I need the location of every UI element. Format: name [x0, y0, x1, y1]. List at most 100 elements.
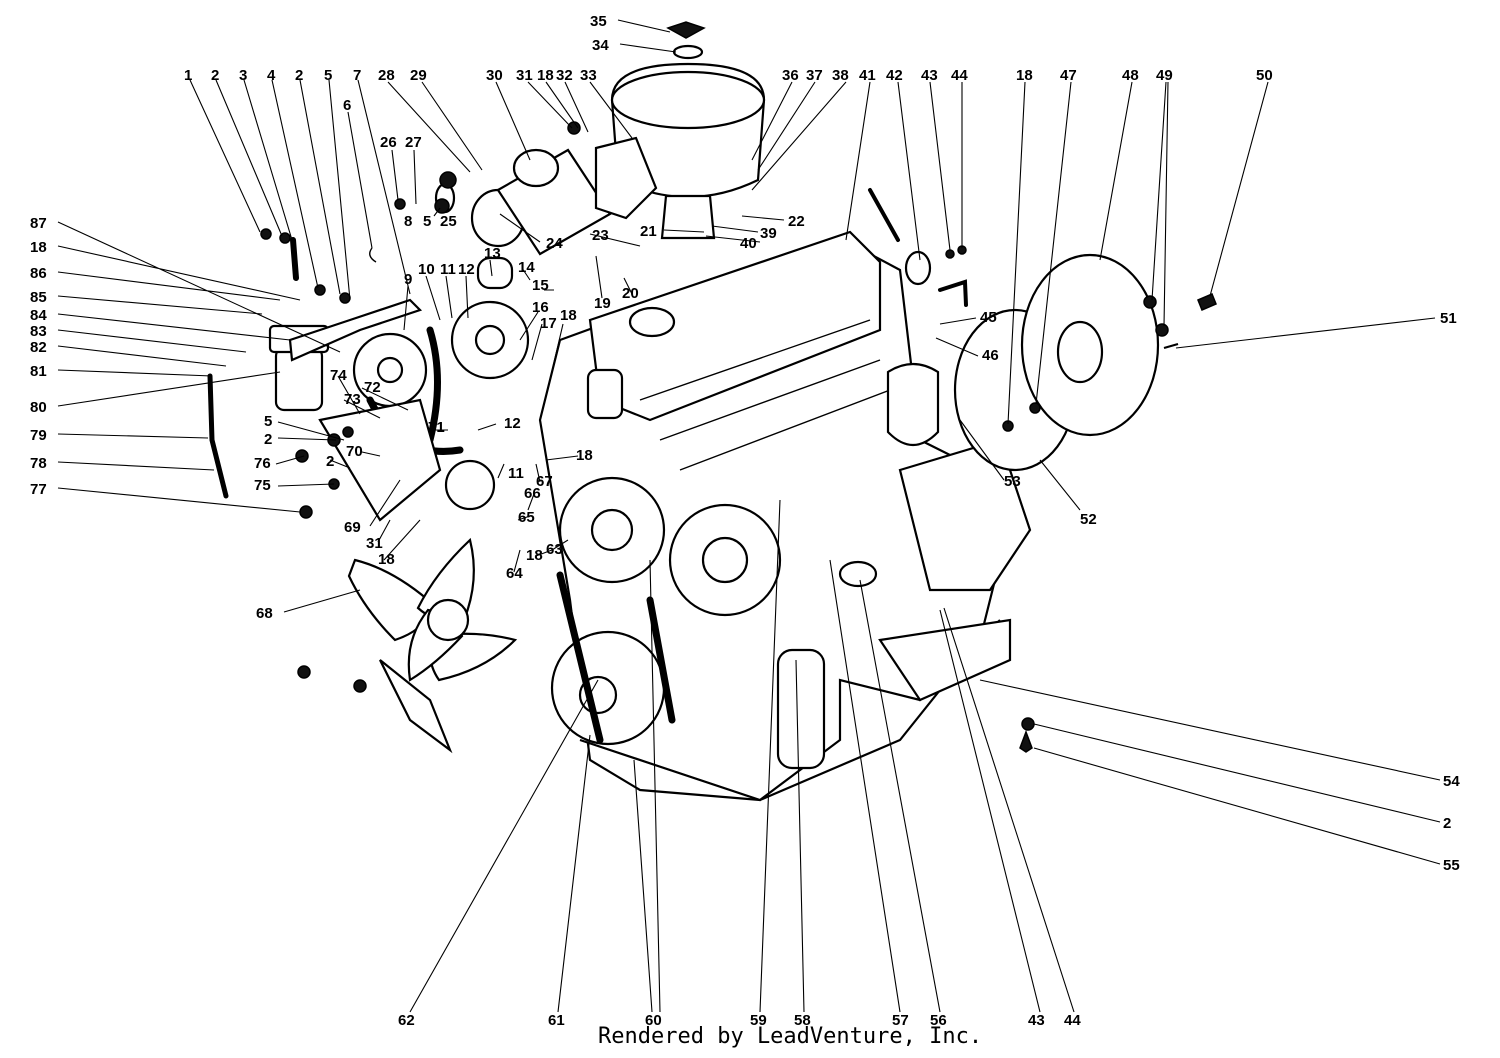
callout-51: 51	[1440, 310, 1457, 327]
bolt-4	[314, 284, 326, 296]
oil-filler-cap	[628, 306, 676, 338]
callout-23: 23	[592, 227, 609, 244]
flywheel-hub	[1056, 320, 1104, 384]
callout-53: 53	[1004, 473, 1021, 490]
callout-35: 35	[590, 13, 607, 30]
leader-68	[283, 589, 361, 613]
front-pulleys	[550, 476, 782, 746]
callout-18: 18	[576, 447, 593, 464]
callout-30: 30	[486, 67, 503, 84]
oil-pressure-sender	[838, 560, 878, 588]
callout-84: 84	[30, 307, 47, 324]
solenoid	[512, 148, 560, 188]
callout-76: 76	[254, 455, 271, 472]
callout-38: 38	[832, 67, 849, 84]
callout-71: 71	[428, 419, 445, 436]
callout-50: 50	[1256, 67, 1273, 84]
callout-31: 31	[516, 67, 533, 84]
flywheel-assembly	[953, 253, 1217, 472]
starter-flange	[594, 136, 658, 220]
callout-40: 40	[740, 235, 757, 252]
timing-hub	[701, 536, 749, 584]
leaders-top-left	[189, 79, 411, 301]
callout-74: 74	[330, 367, 347, 384]
callout-81: 81	[30, 363, 47, 380]
callout-62: 62	[398, 1012, 415, 1029]
callout-78: 78	[30, 455, 47, 472]
callout-57: 57	[892, 1012, 909, 1029]
callout-18: 18	[30, 239, 47, 256]
callout-49: 49	[1156, 67, 1173, 84]
callout-3: 3	[239, 67, 247, 84]
callout-46: 46	[982, 347, 999, 364]
callout-83: 83	[30, 323, 47, 340]
callout-labels: 1 2 3 4 2 5 7 6 28 29 26 27 8 5 25 30 31…	[30, 13, 1460, 1029]
engine-illustration	[207, 21, 1217, 802]
leader-lines	[57, 19, 1441, 1013]
leaders-top-center	[387, 81, 633, 217]
callout-72: 72	[364, 379, 381, 396]
callout-56: 56	[930, 1012, 947, 1029]
callout-28: 28	[378, 67, 395, 84]
callout-12: 12	[504, 415, 521, 432]
wing-nut	[666, 21, 706, 39]
leaders-bottom	[409, 499, 1075, 1013]
callout-18: 18	[526, 547, 543, 564]
callout-13: 13	[484, 245, 501, 262]
starter-bolt-head	[394, 198, 406, 210]
bolt-1	[260, 228, 272, 240]
callout-5: 5	[324, 67, 332, 84]
callout-7: 7	[353, 67, 361, 84]
fuel-filter-assembly	[207, 298, 423, 499]
clamp-27	[439, 171, 457, 189]
bolt-55	[1019, 729, 1033, 753]
callout-41: 41	[859, 67, 876, 84]
callout-11: 11	[440, 261, 456, 278]
fuel-lines	[639, 319, 891, 471]
callout-43: 43	[1028, 1012, 1045, 1029]
starter-motor	[394, 136, 658, 256]
oil-filter	[776, 648, 826, 770]
callout-87: 87	[30, 215, 47, 232]
bolt-47	[1029, 402, 1041, 414]
callout-22: 22	[788, 213, 805, 230]
callout-12: 12	[458, 261, 475, 278]
callout-61: 61	[548, 1012, 565, 1029]
callout-79: 79	[30, 427, 47, 444]
callout-6: 6	[343, 97, 351, 114]
callout-18: 18	[560, 307, 577, 324]
callout-47: 47	[1060, 67, 1077, 84]
bolt-77	[299, 505, 313, 519]
callout-33: 33	[580, 67, 597, 84]
render-credit: Rendered by LeadVenture, Inc.	[598, 1024, 983, 1049]
callout-5: 5	[423, 213, 431, 230]
leaders-bottom-right	[979, 679, 1441, 865]
callout-4: 4	[267, 67, 276, 84]
washer-2-bottom	[1021, 717, 1035, 731]
leaders-carb	[499, 213, 785, 247]
callout-70: 70	[346, 443, 363, 460]
reservoir-cap	[476, 256, 514, 290]
pump-pulley-hub	[474, 324, 506, 356]
washer-2	[279, 232, 291, 244]
leader-51	[1175, 317, 1436, 349]
idler-pulley-hub	[376, 356, 404, 384]
callout-86: 86	[30, 265, 47, 282]
flywheel-bolt	[1197, 293, 1217, 311]
callout-60: 60	[645, 1012, 662, 1029]
water-pump-body	[444, 459, 496, 511]
air-cleaner-cover	[610, 70, 766, 130]
gasket-washer	[672, 44, 704, 60]
callout-2: 2	[1443, 815, 1451, 832]
clip-6	[369, 247, 377, 263]
callout-75: 75	[254, 477, 271, 494]
callout-65: 65	[518, 509, 535, 526]
callout-77: 77	[30, 481, 47, 498]
callout-37: 37	[806, 67, 823, 84]
callout-36: 36	[782, 67, 799, 84]
callout-21: 21	[640, 223, 657, 240]
callout-8: 8	[404, 213, 412, 230]
callout-54: 54	[1443, 773, 1460, 790]
flywheel-lockwasher	[1155, 323, 1169, 337]
nut-43	[945, 249, 955, 259]
